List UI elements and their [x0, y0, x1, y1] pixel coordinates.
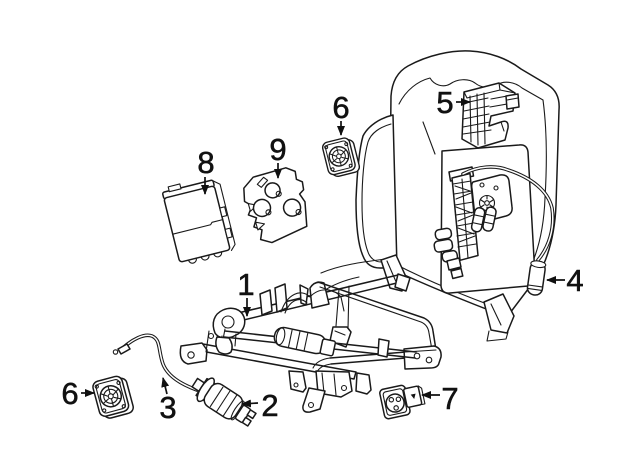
seat-control-module: [162, 179, 236, 264]
blower-motor-lower: [90, 373, 136, 422]
callout-number: 7: [441, 381, 458, 416]
callout-seat-adjuster-assembly: 1: [237, 267, 255, 317]
callout-seat-control-module: 8: [197, 145, 215, 195]
bar-flange-3: [309, 281, 330, 309]
adjuster-drive-motor: [191, 377, 257, 427]
callout-number: 9: [269, 132, 286, 167]
lumbar-cable: [461, 165, 555, 262]
seat-back-lower-edge-a: [320, 258, 387, 274]
seat-back-side-flap-fold: [361, 123, 392, 263]
callout-number: 6: [61, 376, 78, 411]
bar-flange-2: [274, 283, 288, 313]
callout-arrow: [161, 377, 170, 395]
callout-adjuster-drive-cable: 3: [159, 377, 177, 425]
callout-seat-back-bracket: 5: [436, 85, 471, 120]
callout-number: 2: [261, 388, 278, 423]
callout-blower-motor-upper: 6: [332, 90, 350, 136]
lumbar-support-actuator: [526, 260, 547, 296]
lumbar-adjuster-mechanism: [433, 166, 513, 280]
blower-motor-upper: [320, 135, 362, 180]
callout-adjuster-drive-motor: 2: [241, 388, 279, 423]
callout-module-mounting-bracket: 9: [269, 132, 287, 179]
frame-flange-right: [377, 338, 390, 358]
cable-end-fitting: [117, 343, 131, 355]
callout-layer: 1 2 3 4 5 6 6 7 8 9: [61, 85, 584, 426]
callout-number: 5: [436, 85, 453, 120]
callout-number: 1: [237, 267, 254, 302]
seat-back-frame: [320, 50, 560, 348]
seat-back-side-flap: [355, 114, 398, 269]
seat-adjuster-frame: [179, 273, 442, 413]
seat-pan-bottom-edge: [329, 351, 407, 365]
tube-bushing: [215, 336, 233, 355]
lumbar-feet: [446, 257, 464, 280]
frame-leg-a: [288, 370, 307, 393]
seat-back-bracket: [461, 82, 520, 149]
callout-blower-motor-lower: 6: [61, 376, 95, 411]
adjuster-drive-cable: [112, 333, 199, 392]
callout-seat-switch: 7: [421, 381, 459, 416]
seat-switch: [379, 384, 426, 420]
seat-pan-top-edge: [317, 281, 437, 351]
frame-leg-d: [355, 372, 372, 395]
switch-arrow-glyph: [410, 393, 416, 399]
height-drive-cylinder: [273, 326, 337, 357]
frame-leg-c: [302, 387, 326, 413]
callout-number: 4: [566, 263, 583, 298]
callout-number: 8: [197, 145, 214, 180]
bar-flange-1: [259, 289, 273, 316]
callout-number: 6: [332, 90, 349, 125]
callout-number: 3: [159, 390, 176, 425]
callout-arrow: [241, 399, 259, 408]
seat-back-crease: [422, 121, 436, 155]
callout-lumbar-support-actuator: 4: [546, 263, 584, 298]
module-mounting-bracket: [243, 167, 308, 244]
seat-back-right-leg: [483, 293, 515, 334]
lumbar-motors: [470, 206, 497, 233]
